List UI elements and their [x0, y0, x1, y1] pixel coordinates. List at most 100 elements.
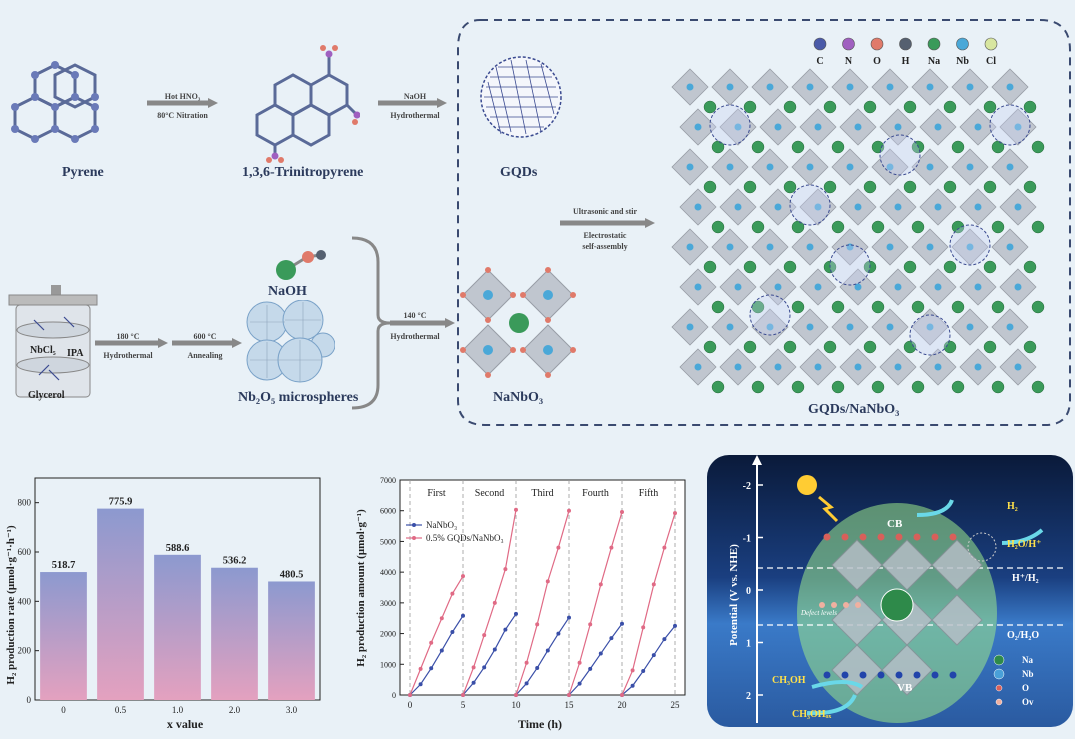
- nb-atom: [886, 163, 894, 171]
- nb-atom: [846, 83, 854, 91]
- cb-dot: [859, 533, 867, 541]
- na-atom: [783, 100, 797, 114]
- line-chart-xlabel: Time (h): [518, 717, 562, 731]
- line-chart-ylabel: H₂ production amount (μmol·g⁻¹): [355, 509, 367, 667]
- nb-atom: [894, 363, 902, 371]
- step4-top: 600 °C: [193, 332, 217, 341]
- series-point: [514, 507, 518, 512]
- nb-atom: [734, 203, 742, 211]
- defect-dot: [855, 602, 861, 608]
- na-atom: [751, 140, 765, 154]
- na-atom: [791, 140, 805, 154]
- nb-atom: [966, 243, 974, 251]
- na-atom: [951, 380, 965, 394]
- series-point: [482, 665, 487, 670]
- series-point: [545, 579, 550, 584]
- series-point: [651, 582, 656, 587]
- bar-chart-xtick-label: 1.0: [172, 705, 184, 715]
- bar-chart-xtick-label: 0: [61, 705, 66, 715]
- series-point: [609, 636, 614, 641]
- nb-atom: [854, 203, 862, 211]
- na-atom: [943, 340, 957, 354]
- nbcl5-label: NbCl₅: [30, 345, 56, 356]
- nb-atom: [694, 283, 702, 291]
- nb-atom: [806, 243, 814, 251]
- series-point: [588, 622, 593, 627]
- na-atom: [743, 100, 757, 114]
- series-point: [620, 621, 624, 626]
- step2-top: NaOH: [403, 92, 427, 101]
- mech-ch3ohox: CH₃OHₒₓ: [792, 709, 831, 720]
- na-atom: [783, 340, 797, 354]
- bar-chart-xtick-label: 0.5: [115, 705, 127, 715]
- cycle-label: First: [427, 488, 446, 499]
- nb-atom: [774, 363, 782, 371]
- nb-atom: [1014, 363, 1022, 371]
- nb-atom: [814, 203, 822, 211]
- cb-dot: [913, 533, 921, 541]
- nb-atom: [966, 163, 974, 171]
- step3-top: 180 °C: [116, 332, 140, 341]
- na-atom: [751, 220, 765, 234]
- cycle-label: Fourth: [582, 488, 609, 499]
- legend-label-nb: Nb: [956, 56, 969, 67]
- nb-atom: [934, 283, 942, 291]
- series-point: [651, 653, 656, 658]
- bar-value-label: 536.2: [223, 556, 247, 567]
- step1-top: Hot HNO₃: [164, 92, 201, 101]
- na-atom: [831, 300, 845, 314]
- bar-chart-ytick-label: 400: [18, 596, 32, 606]
- line-chart-ytick-label: 0: [392, 691, 396, 700]
- bar-value-label: 775.9: [109, 497, 133, 508]
- mech-tick-label: 1: [746, 639, 751, 650]
- mech-legend-label: Nb: [1022, 669, 1034, 679]
- bar: [154, 554, 201, 700]
- na-atom: [1031, 380, 1045, 394]
- series-point: [609, 545, 614, 550]
- nb-atom: [1014, 203, 1022, 211]
- legend-marker: [412, 523, 416, 527]
- bar: [40, 572, 87, 700]
- line-chart-xtick-label: 15: [565, 700, 575, 710]
- na-atom: [863, 180, 877, 194]
- trinitropyrene-label: 1,3,6-Trinitropyrene: [242, 165, 364, 180]
- na-atom: [991, 220, 1005, 234]
- defect-dot: [843, 602, 849, 608]
- nb-atom: [734, 363, 742, 371]
- legend-atom-o: [870, 37, 884, 51]
- legend-label-n: N: [845, 56, 853, 67]
- na-atom: [943, 260, 957, 274]
- na-atom: [871, 300, 885, 314]
- nb-atom: [974, 363, 982, 371]
- series-point: [408, 693, 412, 697]
- series-point: [503, 627, 508, 632]
- series-line: [568, 623, 623, 696]
- gqd-dot: [829, 244, 871, 286]
- series-point: [567, 693, 571, 697]
- gqd-dot: [879, 134, 921, 176]
- series-point: [588, 666, 593, 671]
- naoh-molecule: [276, 250, 326, 280]
- line-chart-xtick-label: 25: [671, 700, 681, 710]
- series-point: [630, 683, 635, 688]
- cycle-label: Second: [475, 488, 504, 499]
- nb-atom: [974, 203, 982, 211]
- bar-chart-ytick-label: 0: [27, 695, 32, 705]
- na-atom: [783, 260, 797, 274]
- series-point: [450, 591, 455, 596]
- na-atom: [831, 220, 845, 234]
- line-chart-xtick-label: 20: [618, 700, 628, 710]
- series-point: [598, 582, 603, 587]
- series-point: [450, 630, 455, 635]
- legend-label-o: O: [873, 56, 881, 67]
- mech-legend-ov: [995, 698, 1003, 706]
- mech-defect: Defect levels: [800, 609, 837, 617]
- vb-dot: [823, 671, 831, 679]
- series-point: [439, 616, 444, 621]
- cycle-label: Third: [531, 488, 553, 499]
- step6-bottom: self-assembly: [582, 242, 628, 251]
- cb-dot: [823, 533, 831, 541]
- series-point: [503, 567, 508, 572]
- na-atom: [871, 380, 885, 394]
- nb-atom: [926, 83, 934, 91]
